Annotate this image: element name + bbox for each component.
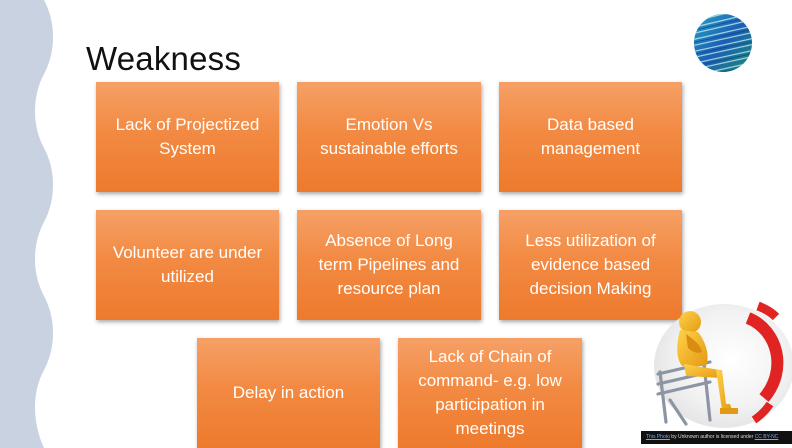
striped-orb-icon <box>694 14 752 72</box>
license-link[interactable]: CC BY-NC <box>754 434 779 440</box>
photo-credit: This Photo by Unknown author is licensed… <box>641 431 792 444</box>
photo-credit-link[interactable]: This Photo <box>646 434 670 440</box>
sitting-person-illustration <box>654 301 792 428</box>
weakness-box-4: Volunteer are under utilized <box>96 210 279 320</box>
weakness-box-6: Less utilization of evidence based decis… <box>499 210 682 320</box>
weakness-box-2: Emotion Vs sustainable efforts <box>297 82 481 192</box>
weakness-box-5: Absence of Long term Pipelines and resou… <box>297 210 481 320</box>
weakness-box-1: Lack of Projectized System <box>96 82 279 192</box>
weakness-box-8: Lack of Chain of command- e.g. low parti… <box>398 338 582 448</box>
wavy-left-border <box>0 0 53 448</box>
photo-credit-text: by Unknown author is licensed under <box>669 434 755 440</box>
slide-title: Weakness <box>86 40 242 77</box>
weakness-box-3: Data based management <box>499 82 682 192</box>
weakness-box-7: Delay in action <box>197 338 380 448</box>
